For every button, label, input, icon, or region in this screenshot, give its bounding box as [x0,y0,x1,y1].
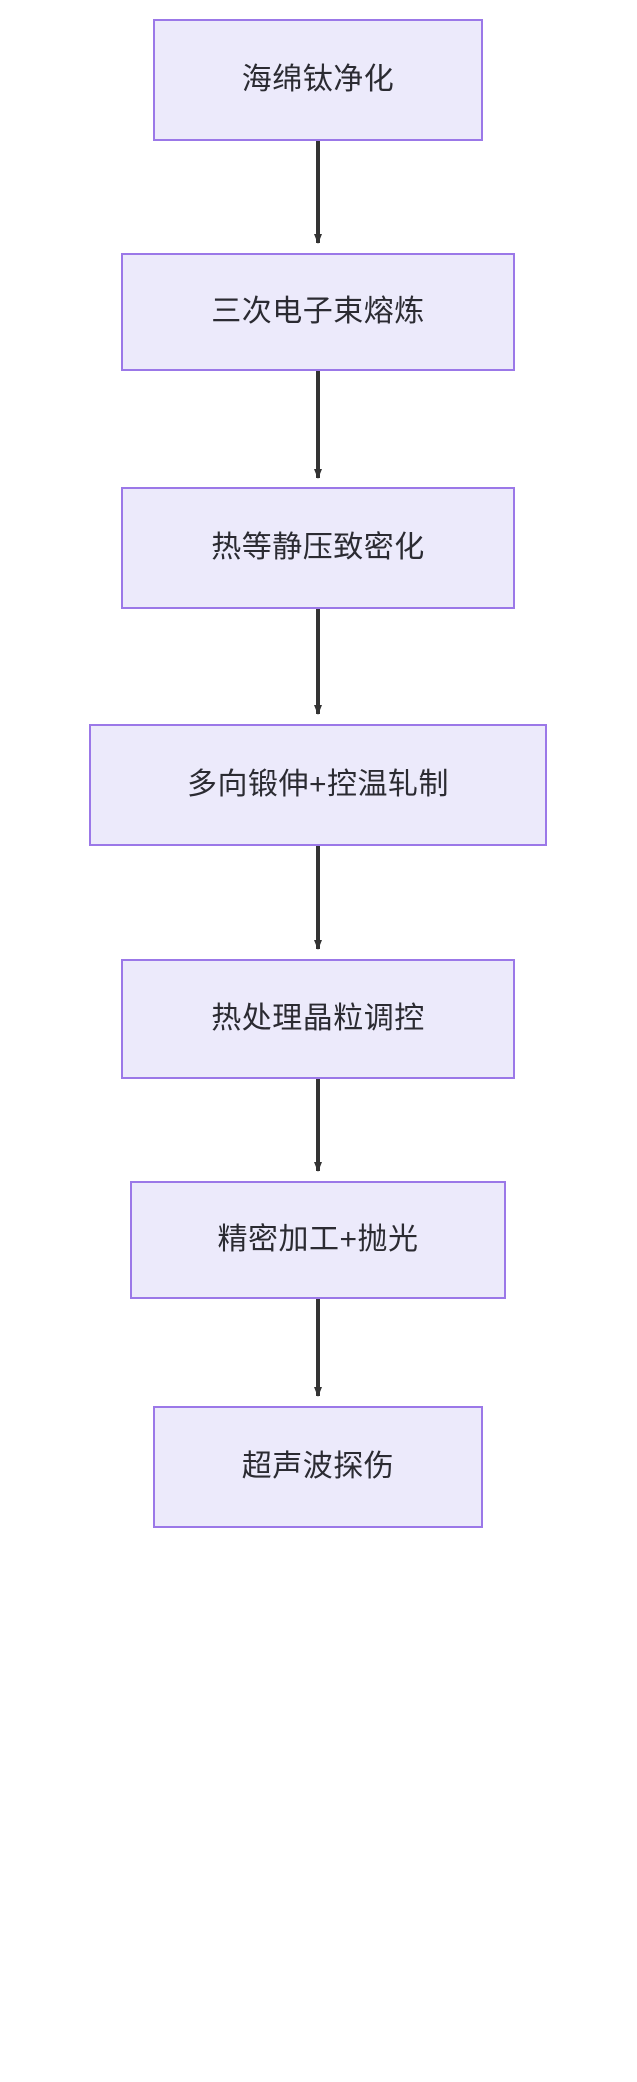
node-label: 海绵钛净化 [241,63,395,96]
flowchart-node-n3[interactable]: 热等静压致密化 [121,487,515,609]
node-label: 多向锻伸+控温轧制 [186,768,450,801]
node-label: 热处理晶粒调控 [211,1002,425,1035]
node-label: 三次电子束熔炼 [211,295,425,328]
flowchart-node-n1[interactable]: 海绵钛净化 [153,19,483,141]
node-label: 热等静压致密化 [211,531,425,564]
flowchart-node-n7[interactable]: 超声波探伤 [153,1406,483,1528]
flowchart-node-n5[interactable]: 热处理晶粒调控 [121,959,515,1079]
flowchart-node-n6[interactable]: 精密加工+抛光 [130,1181,506,1299]
node-label: 精密加工+抛光 [217,1223,419,1256]
node-label: 超声波探伤 [241,1450,395,1483]
flowchart-node-n2[interactable]: 三次电子束熔炼 [121,253,515,371]
flowchart-node-n4[interactable]: 多向锻伸+控温轧制 [89,724,547,846]
